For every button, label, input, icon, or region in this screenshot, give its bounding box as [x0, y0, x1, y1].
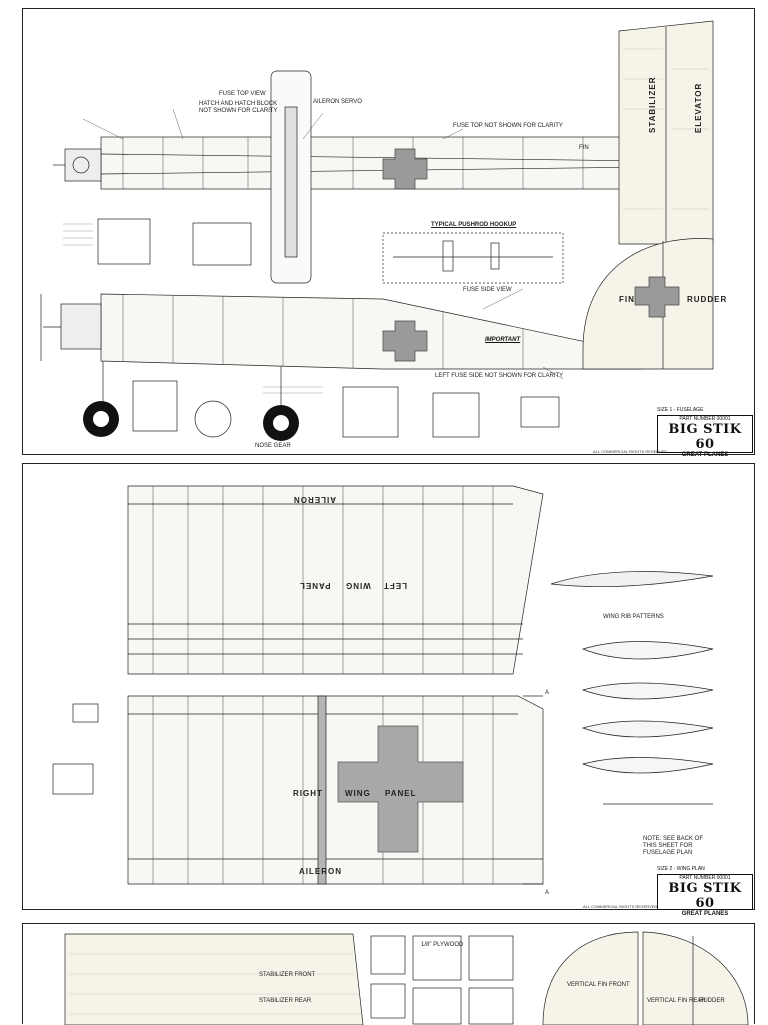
stab-front-label: STABILIZER FRONT — [259, 972, 316, 978]
stabilizer-label: STABILIZER — [648, 76, 657, 133]
wing-ribs — [581, 641, 714, 774]
rights-note: ALL COMMERCIAL RIGHTS RESERVED — [593, 449, 668, 454]
stabilizer-part — [64, 933, 364, 1025]
pushrod-hookup-title: TYPICAL PUSHROD HOOKUP — [431, 222, 517, 228]
rudder-part-label: RUDDER — [699, 998, 725, 1004]
plan-title: BIG STIK 60 — [668, 881, 742, 911]
elevator-label: ELEVATOR — [694, 82, 703, 133]
aileron-bottom-label: AILERON — [299, 867, 342, 876]
aileron-top-label: AILERON — [293, 495, 336, 504]
fuse-top-not-shown-note: FUSE TOP NOT SHOWN FOR CLARITY — [453, 123, 563, 129]
rights-note: ALL COMMERCIAL RIGHTS RESERVED — [583, 904, 658, 909]
section-a-marker: A — [545, 690, 550, 696]
fuselage-plan-sheet: FUSE TOP VIEW HATCH AND HATCH BLOCK NOT … — [22, 8, 755, 458]
brand-name: GREAT PLANES — [681, 911, 729, 917]
tail-parts-sheet: STABILIZER FRONT STABILIZER REAR 1/8" PL… — [22, 923, 755, 1025]
important-note: IMPORTANT — [485, 337, 521, 343]
right-wing-panel — [127, 695, 544, 885]
rudder-part — [642, 931, 749, 1025]
left-side-note: LEFT FUSE SIDE NOT SHOWN FOR CLARITY — [435, 373, 564, 379]
part-number: PART NUMBER 00001 — [679, 416, 731, 422]
title-block-sheet1: PART NUMBER 00001 BIG STIK 60 GREAT PLAN… — [657, 415, 753, 458]
wing-iron-cross — [337, 725, 464, 853]
vertical-fin-front-label: VERTICAL FIN FRONT — [567, 982, 630, 988]
sheet-size: SIZE 2 - WING PLAN — [657, 866, 705, 872]
wing-rib-patterns-label: WING RIB PATTERNS — [603, 614, 664, 620]
fuselage-drawing — [40, 20, 714, 441]
fin-label: FIN — [619, 295, 635, 304]
tail-parts-drawing — [64, 931, 749, 1025]
title-block-sheet2: PART NUMBER 00001 BIG STIK 60 GREAT PLAN… — [657, 874, 753, 917]
fuse-side-view — [100, 293, 644, 370]
see-back-note: NOTE: SEE BACK OF THIS SHEET FOR FUSELAG… — [643, 836, 704, 856]
wing-label-bottom: WING — [345, 789, 371, 798]
sheet-size: SIZE 1 - FUSELAGE — [657, 407, 704, 413]
aileron-servo-label: AILERON SERVO — [313, 99, 362, 105]
wing-plan-sheet: AILERON LEFT WING PANEL RIGHT WING PANEL… — [22, 463, 755, 917]
rudder-label: RUDDER — [687, 295, 728, 304]
wing-label-top: WING — [345, 581, 371, 590]
brand-name: GREAT PLANES — [681, 452, 729, 458]
wing-drawing — [52, 485, 714, 885]
stab-rear-label: STABILIZER REAR — [259, 998, 312, 1004]
vertical-fin-part — [542, 931, 639, 1025]
fuse-side-view-label: FUSE SIDE VIEW — [463, 287, 512, 293]
nose-gear-label: NOSE GEAR — [255, 443, 291, 449]
hatch-note: HATCH AND HATCH BLOCK NOT SHOWN FOR CLAR… — [199, 101, 278, 114]
section-a-marker-2: A — [545, 890, 550, 896]
fuse-top-view — [100, 136, 652, 190]
panel-label-bottom: PANEL — [385, 789, 417, 798]
left-label: LEFT — [383, 581, 407, 590]
fin-callout: FIN — [579, 145, 589, 151]
vertical-fin-rear-label: VERTICAL FIN REAR — [647, 998, 706, 1004]
plan-title: BIG STIK 60 — [668, 422, 742, 452]
panel-label-top: PANEL — [299, 581, 331, 590]
left-wing-panel — [127, 485, 544, 675]
part-number: PART NUMBER 00001 — [679, 875, 731, 881]
fuse-top-view-label: FUSE TOP VIEW — [219, 91, 266, 97]
ply-label: 1/8" PLYWOOD — [421, 942, 464, 948]
right-label: RIGHT — [293, 789, 323, 798]
